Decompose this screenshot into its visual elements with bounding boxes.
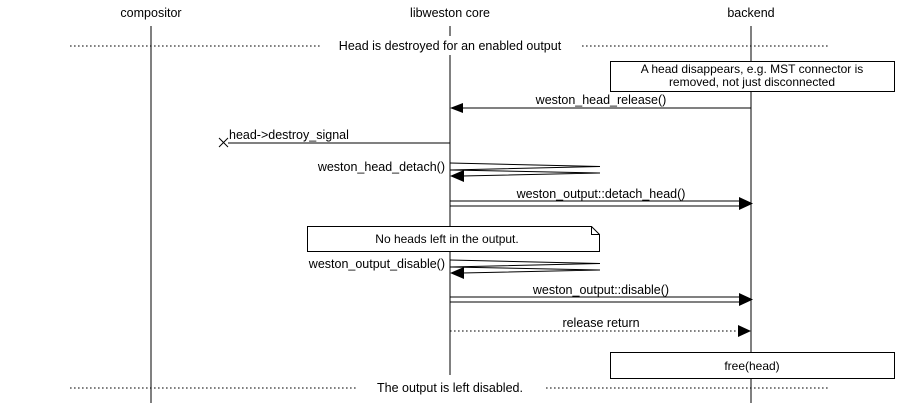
message-weston-head-release-arrowhead: [450, 103, 463, 113]
separator-top: Head is destroyed for an enabled output: [70, 36, 830, 55]
message-weston-output-detach-head-label: weston_output::detach_head(): [516, 187, 686, 201]
separator-bottom: The output is left disabled.: [70, 378, 830, 397]
message-head-destroy-signal-label: head->destroy_signal: [229, 128, 349, 142]
lifeline-headers: compositor libweston core backend: [120, 6, 774, 20]
note-no-heads-left-label: No heads left in the output.: [375, 232, 518, 246]
note-head-disappears-line-1: A head disappears, e.g. MST connector is: [641, 62, 864, 76]
message-weston-output-disable-arrowhead: [739, 293, 753, 306]
note-free-head: free(head): [610, 352, 895, 379]
message-weston-output-detach-head-arrowhead: [739, 197, 753, 210]
note-free-head-box: [610, 352, 895, 379]
message-head-destroy-signal-x-mark-b: [218, 137, 229, 148]
message-weston-head-release: weston_head_release(): [450, 93, 751, 113]
message-weston-output-disable-call-arrowhead: [450, 267, 464, 279]
message-weston-head-detach: weston_head_detach(): [317, 160, 601, 182]
message-weston-head-detach-label: weston_head_detach(): [317, 160, 445, 174]
separator-bottom-label: The output is left disabled.: [377, 381, 523, 395]
message-weston-output-disable-call-loop-upper: [449, 259, 601, 268]
note-no-heads-left-fold: [591, 226, 600, 235]
message-weston-output-disable-call-label: weston_output_disable(): [308, 257, 445, 271]
note-head-disappears-line-2: removed, not just disconnected: [669, 75, 835, 89]
message-release-return-arrowhead: [738, 325, 751, 337]
message-weston-output-disable-call-loop-lower: [449, 266, 601, 274]
message-weston-output-disable-call: weston_output_disable(): [308, 257, 601, 279]
lifeline-label-backend: backend: [727, 6, 774, 20]
note-free-head-label: free(head): [724, 359, 779, 373]
separator-top-label: Head is destroyed for an enabled output: [339, 39, 562, 53]
message-head-destroy-signal: head->destroy_signal: [218, 128, 450, 148]
lifeline-label-compositor: compositor: [120, 6, 181, 20]
note-head-disappears: A head disappears, e.g. MST connector is…: [610, 61, 895, 92]
message-weston-head-detach-arrowhead: [450, 170, 464, 182]
message-weston-output-detach-head: weston_output::detach_head(): [450, 187, 753, 210]
message-release-return: release return: [450, 316, 751, 337]
message-weston-head-detach-loop-lower: [449, 169, 601, 177]
note-no-heads-left-box: [307, 226, 600, 252]
separator-bottom-label-bg: [358, 378, 544, 397]
message-weston-head-detach-loop-upper: [449, 162, 601, 171]
message-weston-output-disable-label: weston_output::disable(): [532, 283, 669, 297]
message-weston-output-disable: weston_output::disable(): [450, 283, 753, 306]
message-weston-head-release-label: weston_head_release(): [535, 93, 667, 107]
message-release-return-label: release return: [562, 316, 639, 330]
note-head-disappears-box: [610, 61, 895, 92]
separator-top-label-bg: [320, 36, 580, 55]
lifeline-label-libweston-core: libweston core: [410, 6, 490, 20]
note-no-heads-left: No heads left in the output.: [307, 226, 600, 252]
